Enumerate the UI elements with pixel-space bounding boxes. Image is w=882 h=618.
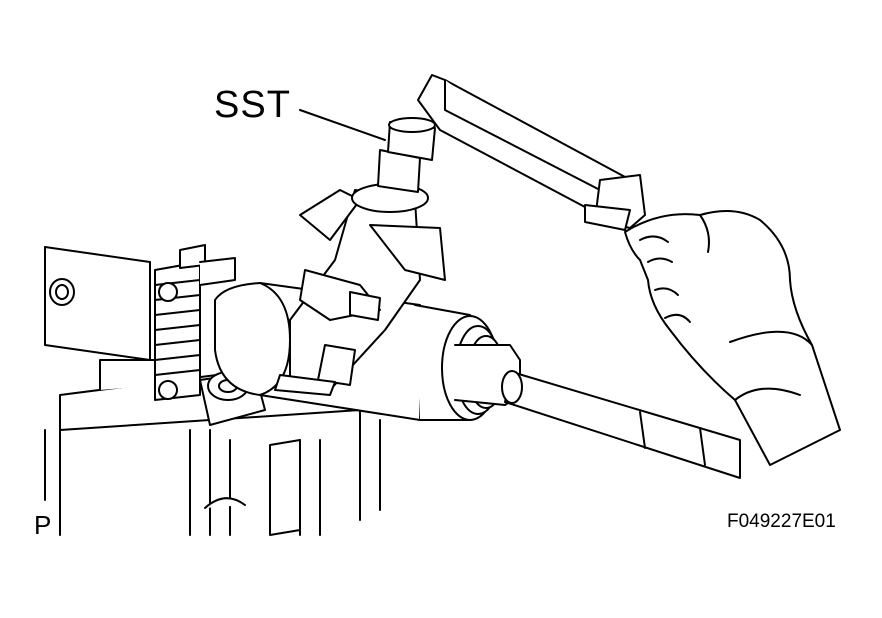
figure-code: F049227E01 <box>727 511 836 532</box>
sst-leader-line <box>299 109 386 141</box>
corner-mark: P <box>34 510 52 540</box>
output-shaft <box>501 370 741 479</box>
clamp-block <box>154 244 236 401</box>
sst-handle <box>417 74 646 231</box>
hand <box>624 210 841 466</box>
rack-housing <box>44 246 151 361</box>
sst-socket <box>351 117 436 213</box>
sst-label: SST <box>214 84 291 126</box>
valve-body <box>274 189 446 396</box>
